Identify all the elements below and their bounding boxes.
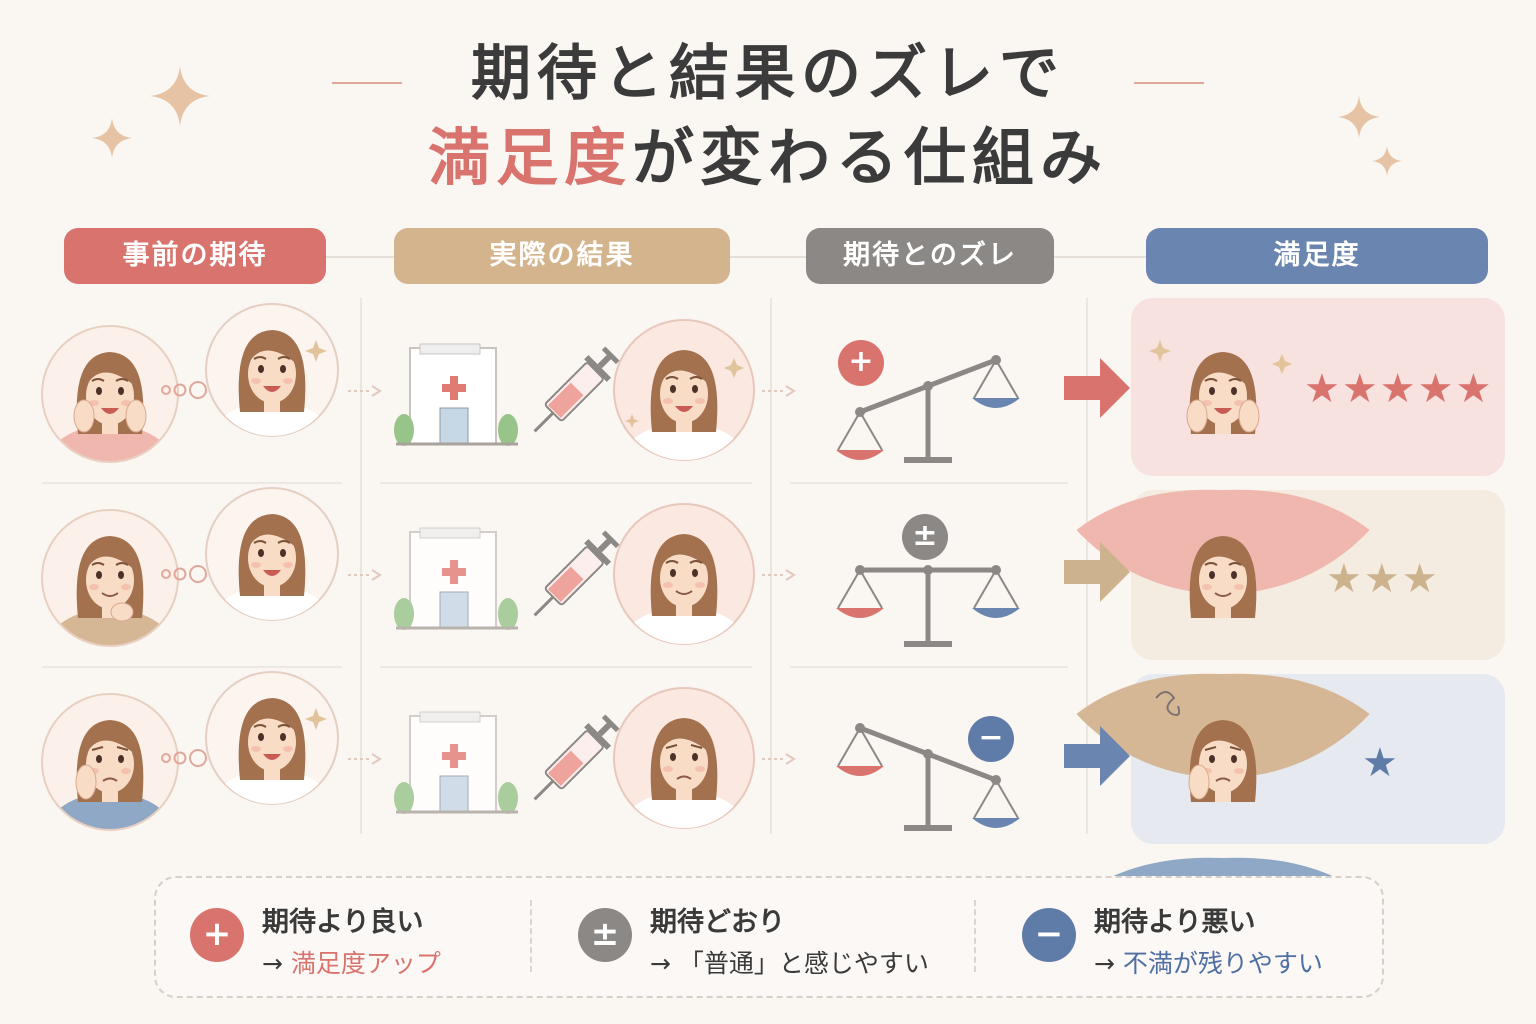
flow-arrow-icon: [348, 753, 382, 765]
row-divider: [380, 482, 752, 484]
plus-icon: +: [838, 340, 884, 386]
title-rule-right: [1134, 82, 1204, 84]
person-avatar: [41, 325, 179, 463]
thought-bubble-icon: [161, 749, 207, 767]
result-person-avatar: [613, 503, 755, 645]
title-line-2: 満足度が変わる仕組み: [0, 118, 1536, 198]
minus-icon: −: [968, 716, 1014, 762]
satisfaction-person-avatar: [1023, 536, 1423, 778]
rating-stars: ★★★★★: [1304, 366, 1494, 412]
imagined-face-avatar: [205, 487, 339, 621]
flow-arrow-icon: [762, 753, 796, 765]
row-divider: [42, 666, 342, 668]
title-rule-left: [332, 82, 402, 84]
legend-desc-text: 不満が残りやすい: [1122, 949, 1323, 978]
legend-desc-as-expected: → 「普通」と感じやすい: [650, 944, 929, 980]
person-avatar: [41, 693, 179, 831]
satisfaction-person-avatar: [1023, 691, 1423, 962]
imagined-face-avatar: [205, 671, 339, 805]
column-header-result: 実際の結果: [394, 228, 730, 284]
syringe-icon: [533, 714, 620, 801]
flow-arrow-icon: [1064, 358, 1130, 418]
clinic-building-icon: [394, 527, 518, 630]
column-header-satisfaction: 満足度: [1146, 228, 1488, 284]
legend-divider: [530, 900, 532, 972]
legend-desc-text: 「普通」と感じやすい: [678, 949, 929, 978]
clinic-building-icon: [394, 343, 518, 446]
legend-label-worse: 期待より悪い: [1094, 907, 1256, 938]
row-divider: [790, 482, 1068, 484]
header-connector: [1054, 256, 1146, 258]
plus-icon: +: [190, 908, 244, 962]
legend-box: [154, 876, 1384, 998]
legend-label-as-expected: 期待どおり: [650, 907, 785, 938]
syringe-icon: [533, 346, 620, 433]
thought-bubble-icon: [161, 565, 207, 583]
syringe-icon: [533, 530, 620, 617]
title-accent: 満足度: [427, 121, 632, 194]
thought-bubble-icon: [161, 381, 207, 399]
flow-arrow-icon: [1064, 726, 1130, 786]
satisfaction-person-avatar: [1023, 340, 1423, 594]
arrow-text: →: [650, 949, 679, 978]
legend-desc-better: → 満足度アップ: [262, 944, 441, 980]
imagined-face-avatar: [205, 303, 339, 437]
row-divider: [42, 482, 342, 484]
sparkle-icon: [1372, 146, 1402, 176]
rating-stars: ★★★: [1326, 556, 1440, 602]
row-divider: [790, 666, 1068, 668]
result-person-avatar: [613, 319, 755, 461]
rating-stars: ★: [1362, 740, 1400, 786]
balance-scale-icon: [836, 355, 1020, 463]
clinic-building-icon: [394, 711, 518, 814]
minus-icon: −: [1022, 908, 1076, 962]
column-header-gap: 期待とのズレ: [806, 228, 1054, 284]
title-line-1: 期待と結果のズレで: [471, 39, 1065, 109]
legend-label-better: 期待より良い: [262, 907, 424, 938]
plus-minus-icon: ±: [902, 514, 948, 560]
sparkle-icon: [92, 118, 132, 158]
column-header-expectation: 事前の期待: [64, 228, 326, 284]
flow-arrow-icon: [1064, 542, 1130, 602]
legend-desc-worse: → 不満が残りやすい: [1094, 944, 1323, 980]
flow-arrow-icon: [348, 385, 382, 397]
balance-scale-icon: [836, 565, 1020, 647]
sparkle-icon: [150, 66, 210, 126]
column-divider: [360, 298, 362, 834]
result-person-avatar: [613, 687, 755, 829]
legend-divider: [974, 900, 976, 972]
header-connector: [326, 256, 394, 258]
flow-arrow-icon: [762, 569, 796, 581]
arrow-text: →: [262, 949, 291, 978]
flow-arrow-icon: [762, 385, 796, 397]
title-rest: が変わる仕組み: [632, 121, 1109, 194]
balance-scale-icon: [836, 723, 1020, 831]
legend-desc-text: 満足度アップ: [290, 949, 441, 978]
flow-arrow-icon: [348, 569, 382, 581]
person-avatar: [41, 509, 179, 647]
row-divider: [380, 666, 752, 668]
column-divider: [770, 298, 772, 834]
arrow-text: →: [1094, 949, 1123, 978]
sparkle-icon: [1338, 96, 1380, 138]
header-connector: [730, 256, 806, 258]
plus-minus-icon: ±: [578, 908, 632, 962]
